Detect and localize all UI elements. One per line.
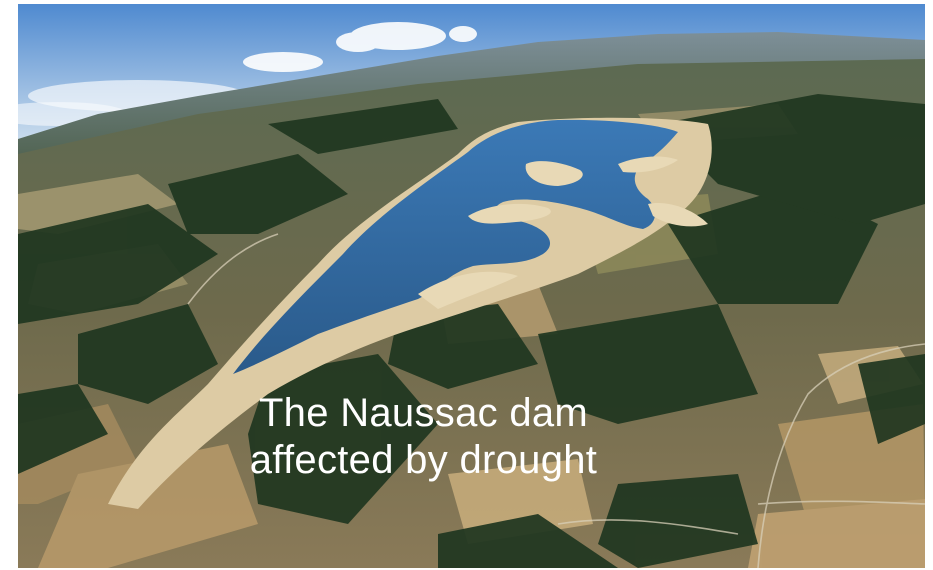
roads xyxy=(187,233,925,568)
forests xyxy=(18,94,925,568)
dry-spits xyxy=(418,156,708,309)
landscape-image xyxy=(18,4,925,568)
dry-shoreline xyxy=(108,117,712,510)
aerial-photo-naussac-dam xyxy=(18,4,925,568)
